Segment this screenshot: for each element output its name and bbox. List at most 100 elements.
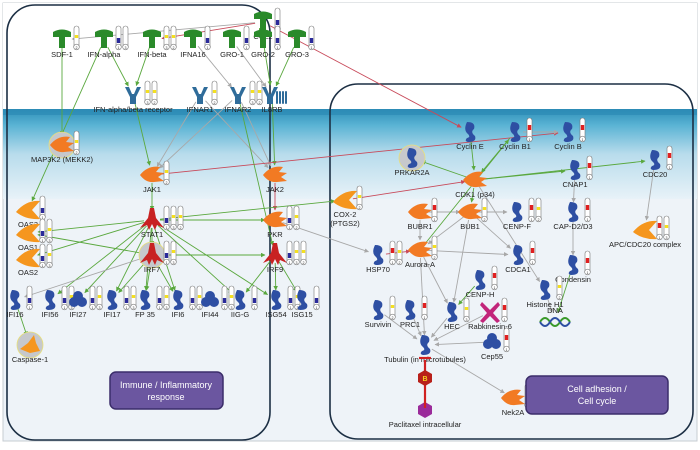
svg-text:1: 1 bbox=[254, 306, 256, 310]
node-label: IIG-G bbox=[231, 310, 249, 319]
expression-thermometer: 1 bbox=[123, 285, 130, 311]
expression-thermometer: 1 bbox=[584, 250, 591, 276]
svg-text:3: 3 bbox=[173, 261, 175, 265]
expression-thermometer: 2 bbox=[300, 240, 307, 266]
ligand-icon bbox=[53, 29, 71, 48]
svg-text:1: 1 bbox=[289, 226, 291, 230]
node-label: Survivin bbox=[365, 320, 392, 329]
svg-text:1: 1 bbox=[289, 261, 291, 265]
svg-text:3: 3 bbox=[252, 101, 254, 105]
edge-cdk1-to-cdc20 bbox=[482, 159, 646, 180]
node-paclitaxel[interactable]: Paclitaxel intracellular bbox=[389, 402, 462, 429]
expression-thermometer: 3 bbox=[163, 25, 170, 51]
svg-text:2: 2 bbox=[303, 261, 305, 265]
generic-protein-icon bbox=[297, 290, 308, 310]
node-label: COX-2 bbox=[334, 210, 357, 219]
expression-thermometer: 3 bbox=[228, 285, 235, 311]
dna-icon bbox=[539, 317, 571, 327]
kinase-icon bbox=[263, 166, 287, 183]
group-box-cell-cycle[interactable]: Cell adhesion / Cell cycle bbox=[525, 375, 669, 415]
node-cyce[interactable]: Cyclin E bbox=[456, 122, 484, 151]
node-jak2[interactable]: JAK2 bbox=[263, 166, 287, 194]
node-tubulin[interactable]: Tubulin (in microtubules) bbox=[384, 335, 466, 364]
svg-text:1: 1 bbox=[587, 218, 589, 222]
node-label: Caspase-1 bbox=[12, 355, 48, 364]
svg-text:1: 1 bbox=[434, 218, 436, 222]
edge-ifnar1-to-jak2 bbox=[205, 100, 269, 169]
node-cdk1[interactable]: CDK1 (p34) bbox=[455, 171, 495, 199]
node-dna[interactable]: DNA bbox=[539, 306, 571, 327]
expression-thermometer: 1 bbox=[287, 285, 294, 311]
expression-thermometer: 2 bbox=[211, 80, 218, 106]
generic-protein-icon bbox=[420, 335, 431, 355]
edge-gro2-to-il8rb bbox=[263, 47, 272, 86]
group-box-immune[interactable]: Immune / Inflammatory response bbox=[109, 371, 224, 410]
expression-thermometer: 2 bbox=[170, 25, 177, 51]
svg-text:1: 1 bbox=[504, 318, 506, 322]
node-label: GRO-3 bbox=[285, 50, 309, 59]
node-label: IRF7 bbox=[144, 265, 160, 274]
edge-ifna16-to-ifnar2 bbox=[197, 45, 233, 88]
enzyme-icon bbox=[333, 190, 357, 210]
node-casp1[interactable]: Caspase-1 bbox=[12, 331, 48, 364]
expression-thermometer: 2 bbox=[431, 235, 438, 261]
node-prkar2a[interactable]: PRKAR2A bbox=[394, 144, 430, 177]
svg-text:1: 1 bbox=[277, 46, 279, 50]
ligand-icon bbox=[223, 29, 241, 48]
node-label: OAS2 bbox=[18, 268, 38, 277]
edge-irf7-to-ifi17 bbox=[118, 260, 148, 293]
edge-stat1-to-ifi27 bbox=[84, 225, 147, 293]
node-il8rb[interactable]: IL8RB bbox=[262, 87, 287, 114]
node-label: HEC bbox=[444, 322, 460, 331]
